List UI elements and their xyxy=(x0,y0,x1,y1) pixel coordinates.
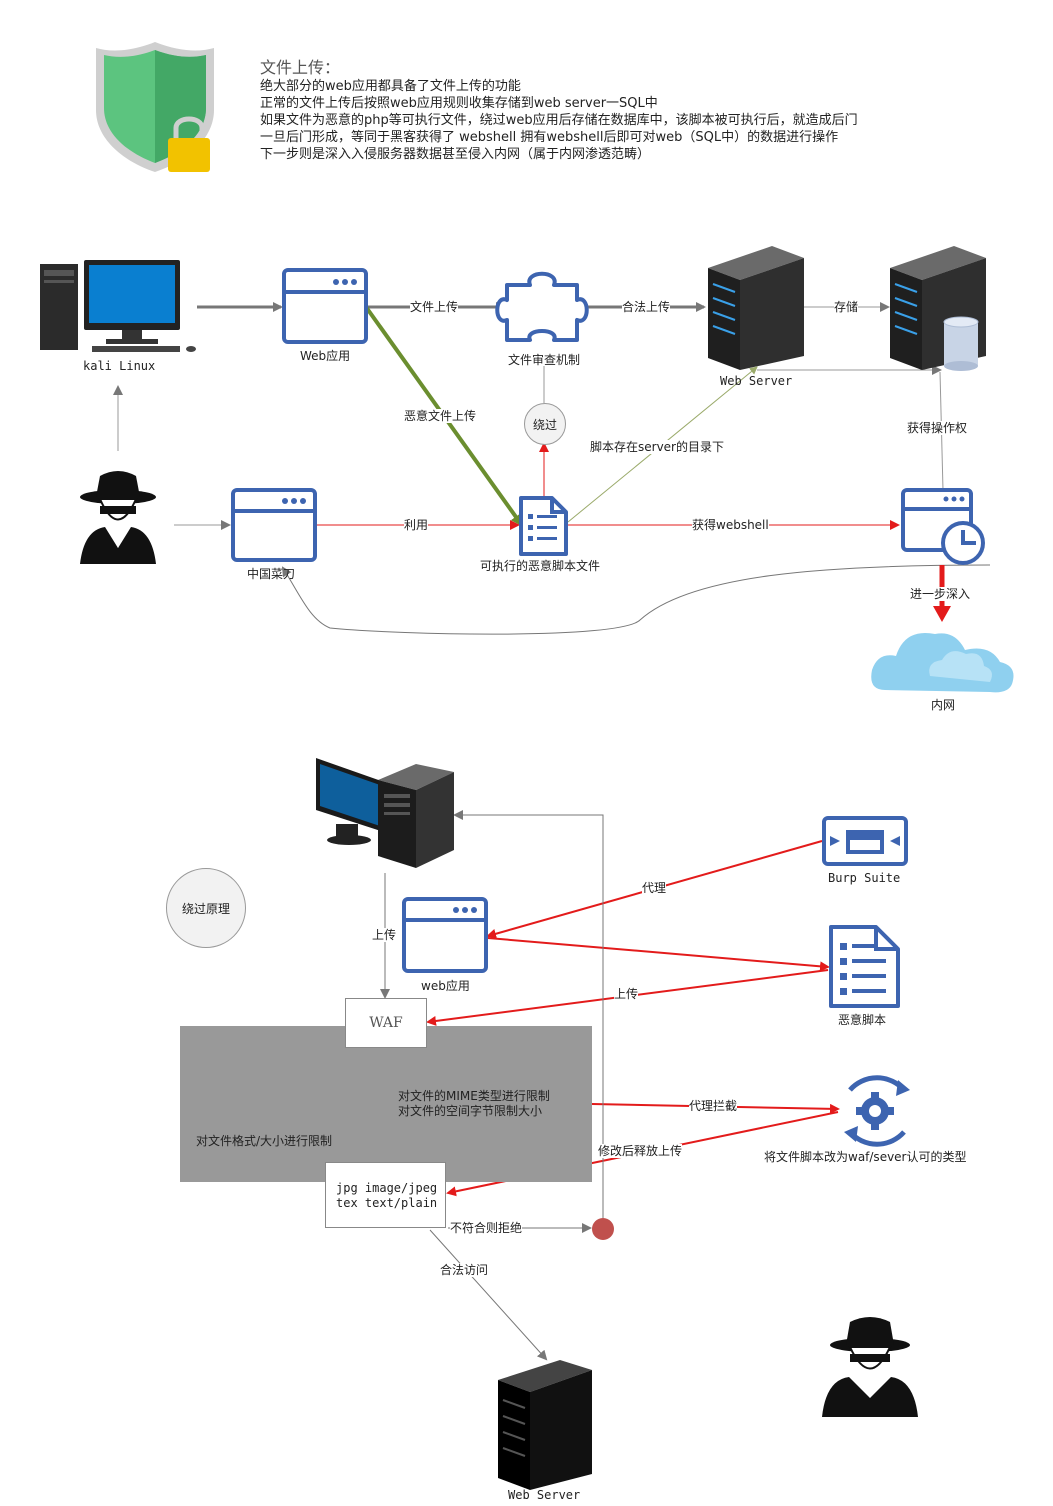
upload-label-3: 上传 xyxy=(614,987,639,1001)
workstation-icon xyxy=(316,758,454,868)
server-rack-icon xyxy=(708,246,804,370)
chopper-window-icon xyxy=(231,488,317,562)
mime-limit-label: 对文件的MIME类型进行限制 xyxy=(398,1089,550,1103)
desktop-computer-icon xyxy=(40,260,196,352)
bypass-principle-node: 绕过原理 xyxy=(166,868,246,948)
intro-line: 正常的文件上传后按照web应用规则收集存储到web server一SQL中 xyxy=(260,96,658,111)
webapp-label: Web应用 xyxy=(300,349,351,363)
waf-box: WAF xyxy=(345,998,427,1048)
database-server-icon xyxy=(890,246,986,371)
chopper-label: 中国菜刀 xyxy=(247,567,296,581)
puzzle-icon xyxy=(495,271,589,342)
shield-icon xyxy=(96,42,214,172)
malicious-script-document-icon xyxy=(829,925,900,1008)
upload-label-2: 上传 xyxy=(372,928,397,942)
hacker-icon-2 xyxy=(822,1317,918,1417)
gear-refresh-icon xyxy=(844,1075,910,1147)
modify-label: 将文件脚本改为waf/sever认可的类型 xyxy=(764,1150,967,1164)
modify-release-label: 修改后释放上传 xyxy=(598,1144,683,1158)
burp-suite-icon xyxy=(822,816,908,866)
deeper-label: 进一步深入 xyxy=(910,587,971,601)
bypass-label: 绕过 xyxy=(532,417,557,432)
types-line-2: tex text/plain xyxy=(336,1196,438,1210)
waf-label: WAF xyxy=(369,1015,403,1031)
webserver-label-2: Web Server xyxy=(508,1488,581,1502)
audit-label: 文件审查机制 xyxy=(508,353,581,367)
hacker-icon xyxy=(80,471,156,564)
intro-text: 文件上传： 绝大部分的web应用都具备了文件上传的功能 正常的文件上传后按照we… xyxy=(260,58,858,163)
bypass-node: 绕过 xyxy=(524,403,566,445)
intro-line: 一旦后门形成，等同于黑客获得了 webshell 拥有webshell后即可对w… xyxy=(260,130,839,145)
use-label: 利用 xyxy=(404,518,429,532)
webserver-label: Web Server xyxy=(720,374,793,388)
legal-access-label: 合法访问 xyxy=(440,1263,489,1277)
upload-label: 文件上传 xyxy=(410,300,459,314)
cloud-icon xyxy=(871,632,1014,693)
reject-dot xyxy=(592,1218,614,1240)
malicious-upload-label: 恶意文件上传 xyxy=(404,409,477,423)
get-webshell-label: 获得webshell xyxy=(692,518,769,532)
intro-line: 绝大部分的web应用都具备了文件上传的功能 xyxy=(260,79,521,94)
get-control-label: 获得操作权 xyxy=(907,421,968,435)
malicious-script-label-2: 恶意脚本 xyxy=(838,1013,887,1027)
intro-heading: 文件上传： xyxy=(260,58,341,77)
size-limit-label: 对文件的空间字节限制大小 xyxy=(398,1104,543,1118)
principle-label: 绕过原理 xyxy=(181,901,230,916)
reject-label: 不符合则拒绝 xyxy=(450,1221,523,1235)
web-app-window-icon xyxy=(282,268,368,344)
lock-icon xyxy=(168,116,210,172)
malicious-script-label: 可执行的恶意脚本文件 xyxy=(480,559,601,573)
intro-line: 下一步则是深入入侵服务器数据甚至侵入内网（属于内网渗透范畴） xyxy=(260,147,651,162)
burp-label: Burp Suite xyxy=(828,871,901,885)
allowed-types-box: jpg image/jpeg tex text/plain xyxy=(325,1162,446,1228)
legal-upload-label: 合法上传 xyxy=(622,300,671,314)
proxy-label: 代理 xyxy=(642,881,667,895)
waf-rules-panel xyxy=(180,1026,592,1182)
kali-label: kali Linux xyxy=(83,359,156,373)
webshell-window-icon xyxy=(901,488,985,565)
intro-line: 如果文件为恶意的php等可执行文件，绕过web应用后存储在数据库中，该脚本被可执… xyxy=(260,113,858,128)
web-app-window-icon-2 xyxy=(402,897,488,973)
proxy-intercept-label: 代理拦截 xyxy=(689,1099,738,1113)
format-limit-label: 对文件格式/大小进行限制 xyxy=(196,1134,333,1148)
intranet-label: 内网 xyxy=(931,698,956,712)
script-document-icon xyxy=(519,496,568,556)
script-dir-label: 脚本存在server的目录下 xyxy=(590,440,724,454)
web-server-icon-2 xyxy=(498,1360,592,1490)
types-line-1: jpg image/jpeg xyxy=(336,1181,438,1195)
store-label: 存储 xyxy=(834,300,859,314)
webapp-label-2: web应用 xyxy=(421,979,470,993)
